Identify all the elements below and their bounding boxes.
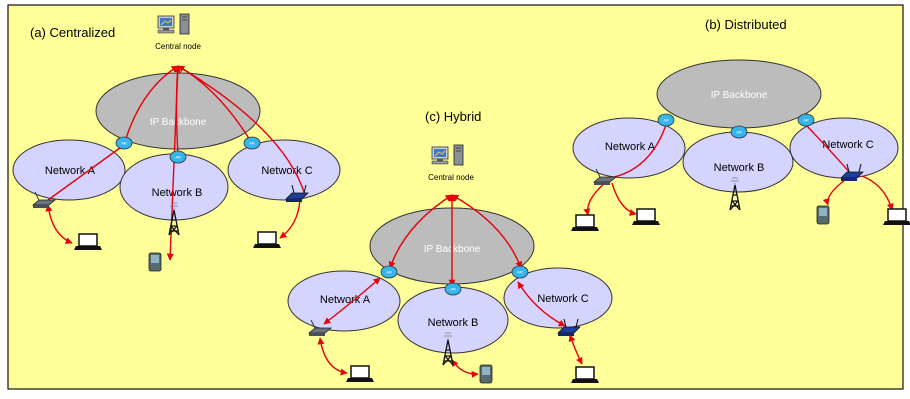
router-icon [444,282,462,296]
router-icon [657,113,675,127]
router-icon [243,136,261,150]
router-icon [169,150,187,164]
central-node-label: Central node [155,42,201,51]
router-icon [380,265,398,279]
network-a-cloud [572,117,686,179]
network-c-label: Network C [261,165,312,177]
network-a-label: Network A [605,141,656,153]
network-b-label: Network B [714,162,765,174]
router-icon [730,125,748,139]
network-b-label: Network B [428,317,479,329]
panel-centralized: (a) Centralized Central node IP Backbone… [12,13,341,272]
network-c-cloud [227,139,341,201]
links-hybrid [317,194,583,378]
router-icon [797,113,815,127]
ip-backbone-label: IP Backbone [711,90,768,101]
pda-icon [816,205,830,225]
router-icon [511,265,529,279]
panel-distributed: (b) Distributed IP Backbone Network A Ne… [570,17,910,232]
network-a-cloud [12,139,126,201]
network-b-label: Network B [152,187,203,199]
links-distributed [583,124,894,216]
central-node-icon [431,144,464,166]
links-centralized [45,65,306,261]
network-a-label: Network A [320,294,371,306]
router-icon [115,136,133,150]
network-c-label: Network C [537,293,588,305]
panel-title-hybrid: (c) Hybrid [425,109,481,124]
pda-icon [479,364,493,384]
central-node-icon [157,13,190,35]
central-node-label: Central node [428,173,474,182]
panel-title-distributed: (b) Distributed [705,17,787,32]
panel-hybrid: (c) Hybrid Central node IP Backbone Netw… [287,109,613,384]
ip-backbone-label: IP Backbone [150,117,207,128]
panel-title-centralized: (a) Centralized [30,25,115,40]
pda-icon [148,252,162,272]
network-c-label: Network C [822,139,873,151]
